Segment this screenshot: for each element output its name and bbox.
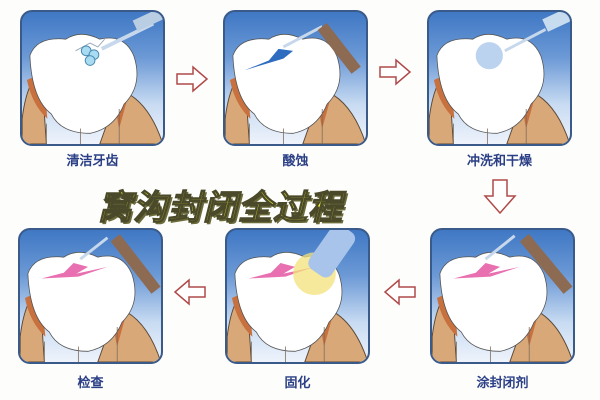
tooth-rinse-dry-illustration: [429, 12, 570, 144]
step-4-panel: [430, 228, 575, 364]
tooth-inspection-illustration: [20, 234, 161, 362]
arrow-left-icon: [173, 278, 206, 306]
tooth-etching-illustration: [225, 22, 366, 144]
step-2-panel: [223, 10, 368, 146]
step-3-panel: [427, 10, 572, 146]
diagram-title: 窝沟封闭全过程: [97, 187, 343, 228]
step-2-label: 酸蚀: [282, 154, 309, 169]
arrow-right-icon: [379, 58, 412, 86]
step-5-label: 固化: [284, 376, 311, 391]
step-6-panel: [18, 228, 163, 364]
step-1-panel: [20, 10, 165, 146]
arrow-right-icon: [176, 65, 209, 93]
tooth-sealant-illustration: [432, 234, 573, 362]
step-6-label: 检查: [77, 376, 104, 391]
arrow-down-icon: [483, 179, 517, 215]
tooth-curing-illustration: [227, 230, 368, 362]
tooth-cleaning-illustration: [22, 12, 163, 144]
step-4-label: 涂封闭剂: [476, 376, 529, 391]
arrow-left-icon: [383, 278, 416, 306]
step-5-panel: [225, 228, 370, 364]
step-3-label: 冲洗和干燥: [466, 154, 532, 169]
step-1-label: 清洁牙齿: [66, 154, 119, 169]
